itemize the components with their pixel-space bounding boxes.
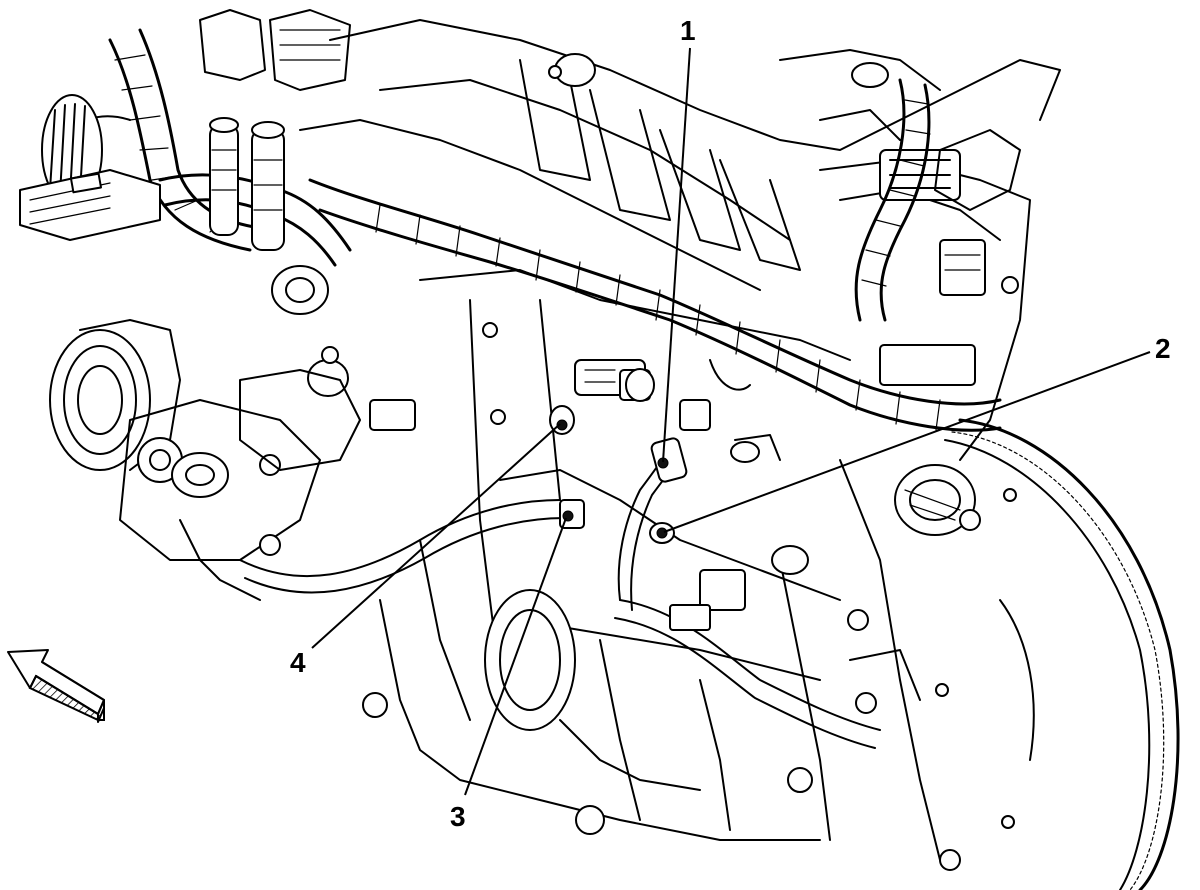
front-direction-arrow-icon [7,649,105,723]
callout-labels: 1 2 3 4 [290,15,1171,832]
callout-leaders [311,47,1151,796]
callout-1: 1 [680,15,696,46]
callout-3: 3 [450,801,466,832]
upper-components [19,9,1021,386]
leader-line-3 [464,517,567,796]
callout-2: 2 [1155,333,1171,364]
flywheel [935,418,1180,890]
sensor-components [369,322,981,631]
accessory-drive [41,94,361,601]
leader-line-4 [311,423,561,649]
callout-4: 4 [290,647,306,678]
leader-line-2 [663,351,1151,533]
engine-block [299,19,1061,871]
wiring-harness [108,28,1002,432]
leader-line-1 [662,47,691,463]
